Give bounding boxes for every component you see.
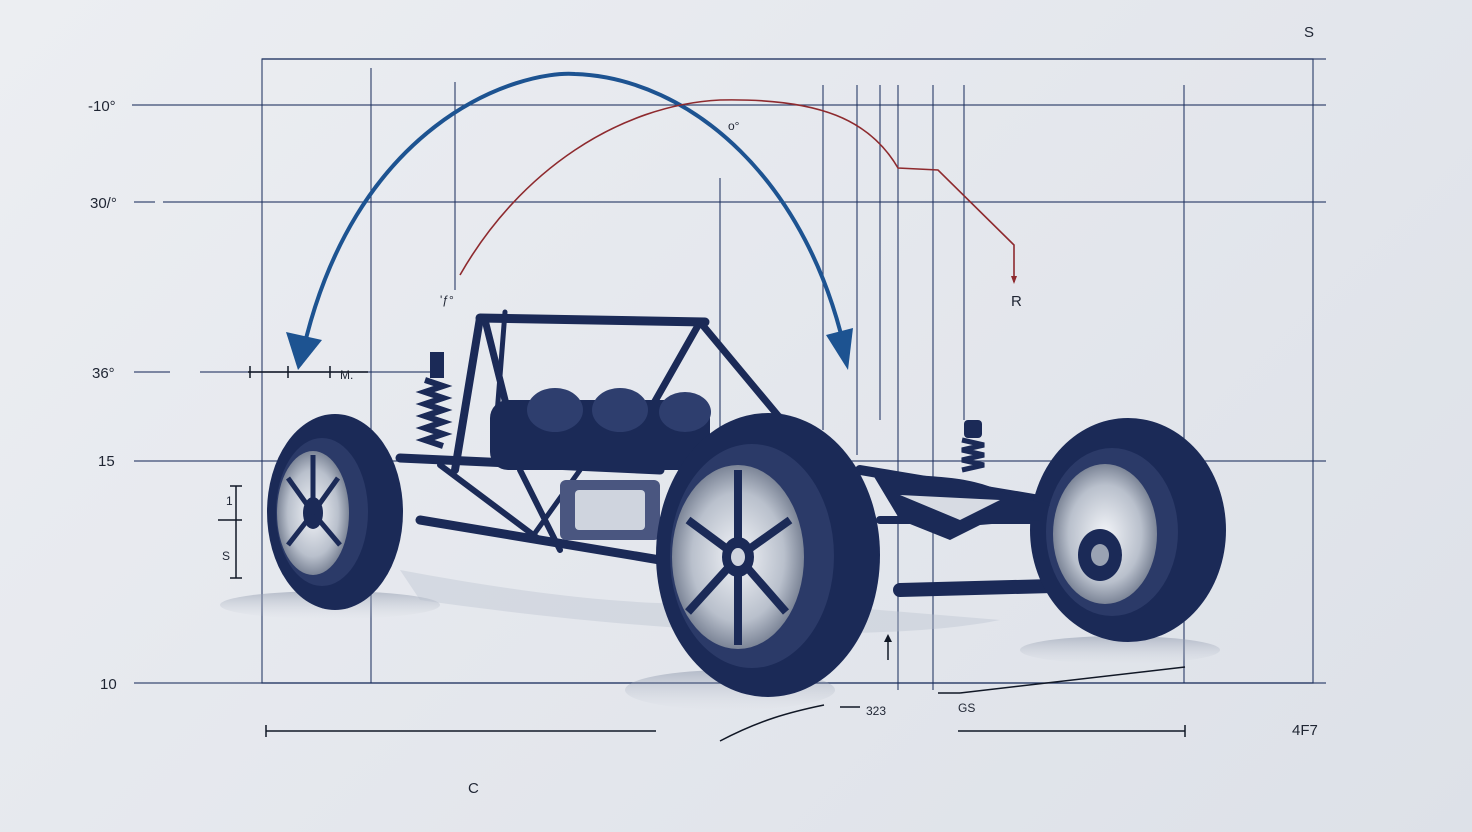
left-label-5: 10	[100, 676, 117, 693]
left-coilover	[415, 352, 453, 449]
bottom-center-right: GS	[958, 701, 975, 715]
left-label-1: -10°	[88, 98, 116, 115]
arrowhead-right	[826, 328, 853, 370]
dim-small-top: 1	[226, 494, 233, 508]
blue-start-label: 'ƒ°	[440, 293, 454, 307]
left-label-3: 36°	[92, 365, 115, 382]
red-arrowhead	[1011, 276, 1017, 284]
dimension-marks	[218, 366, 1186, 742]
red-end-label: R	[1011, 293, 1022, 310]
bottom-label: C	[468, 780, 479, 797]
dim-small-bottom: S	[222, 549, 230, 563]
corner-label: S	[1304, 24, 1314, 41]
right-bottom-label: 4F7	[1292, 722, 1318, 739]
rear-left-wheel	[267, 414, 403, 610]
rotation-arc-arrow	[298, 71, 849, 366]
front-suspension-arm	[870, 470, 1050, 540]
marker-label: M.	[340, 368, 353, 382]
left-label-4: 15	[98, 453, 115, 470]
arrowhead-left	[286, 332, 322, 370]
right-coilover	[961, 420, 985, 473]
red-arc-label: o°	[728, 119, 740, 133]
engine-block	[490, 388, 711, 540]
rear-right-wheel	[1030, 418, 1226, 642]
diagram-labels: -10° 30/° 36° 15 10 S o° R 'ƒ° M. 1 S 32…	[88, 24, 1318, 797]
left-label-2: 30/°	[90, 195, 117, 212]
red-trajectory-arc	[459, 99, 1015, 282]
front-left-wheel	[656, 413, 880, 697]
bottom-center-left: 323	[866, 704, 886, 718]
